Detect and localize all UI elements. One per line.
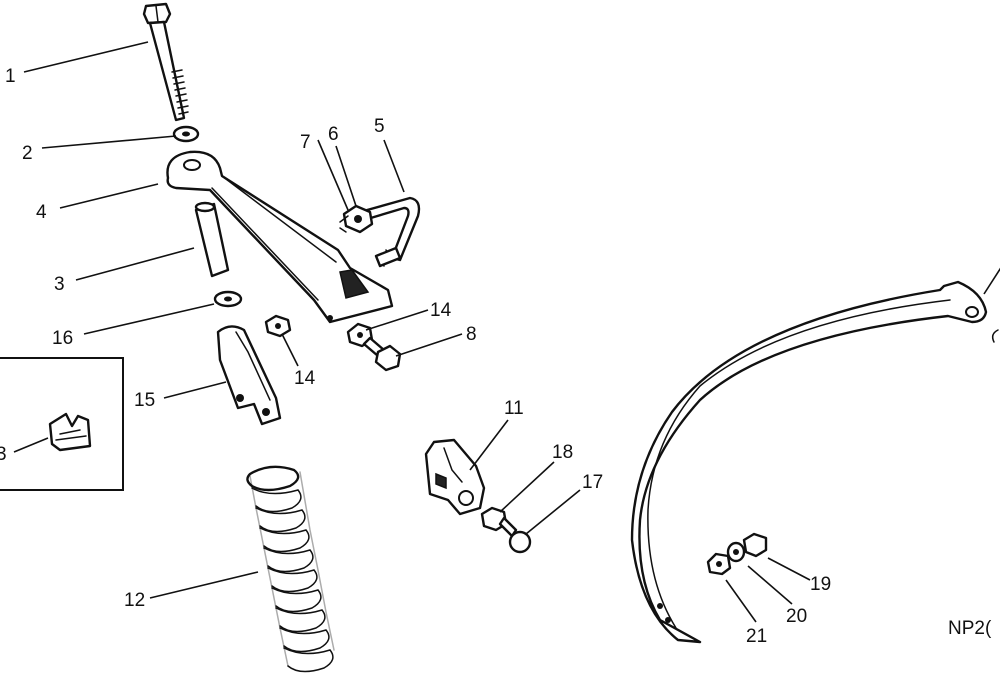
partial-part-edge (991, 329, 999, 343)
part-7-washer (339, 215, 349, 233)
callout-17: 17 (582, 472, 603, 493)
part-15-clevis (216, 325, 282, 426)
callout-11: 11 (504, 398, 524, 419)
part-12-spring (246, 465, 335, 673)
inset-box (0, 357, 124, 491)
callout-3: 3 (54, 274, 65, 295)
figure-code: NP2( (948, 618, 992, 639)
part-1-bolt (142, 2, 189, 122)
callout-labels: 1 2 3 4 5 6 7 8 11 12 14 14 15 16 17 18 … (0, 66, 992, 647)
callout-14-lower: 14 (294, 368, 316, 389)
callout-13-partial: 3 (0, 444, 7, 465)
spring-shank (630, 280, 988, 644)
part-8-bolt (362, 336, 402, 372)
callout-4: 4 (36, 202, 47, 223)
callout-20: 20 (786, 606, 807, 627)
part-5-rod (358, 196, 421, 268)
callout-6: 6 (328, 124, 339, 145)
callout-18: 18 (552, 442, 573, 463)
callout-15: 15 (134, 390, 155, 411)
callout-1: 1 (5, 66, 16, 87)
part-19-bolt (742, 532, 768, 558)
part-11-swivel (424, 438, 486, 516)
leader-lines (13, 41, 1000, 623)
part-3-sleeve (194, 201, 230, 278)
callout-5: 5 (374, 116, 385, 137)
callout-12: 12 (124, 590, 145, 611)
part-2-washer (172, 125, 200, 143)
part-14-nut (264, 314, 292, 338)
callout-16: 16 (52, 328, 73, 349)
part-17-ball-stud (498, 516, 532, 554)
callout-19: 19 (810, 574, 831, 595)
part-4-bracket (166, 150, 394, 324)
callout-7: 7 (300, 132, 311, 153)
part-21-nut (706, 552, 732, 576)
callout-21: 21 (746, 626, 767, 647)
part-13-clip (48, 412, 92, 452)
callout-2: 2 (22, 143, 33, 164)
callout-8: 8 (466, 324, 477, 345)
part-16-washer (213, 290, 243, 308)
part-20-washer (726, 541, 746, 563)
callout-14-upper: 14 (430, 300, 452, 321)
